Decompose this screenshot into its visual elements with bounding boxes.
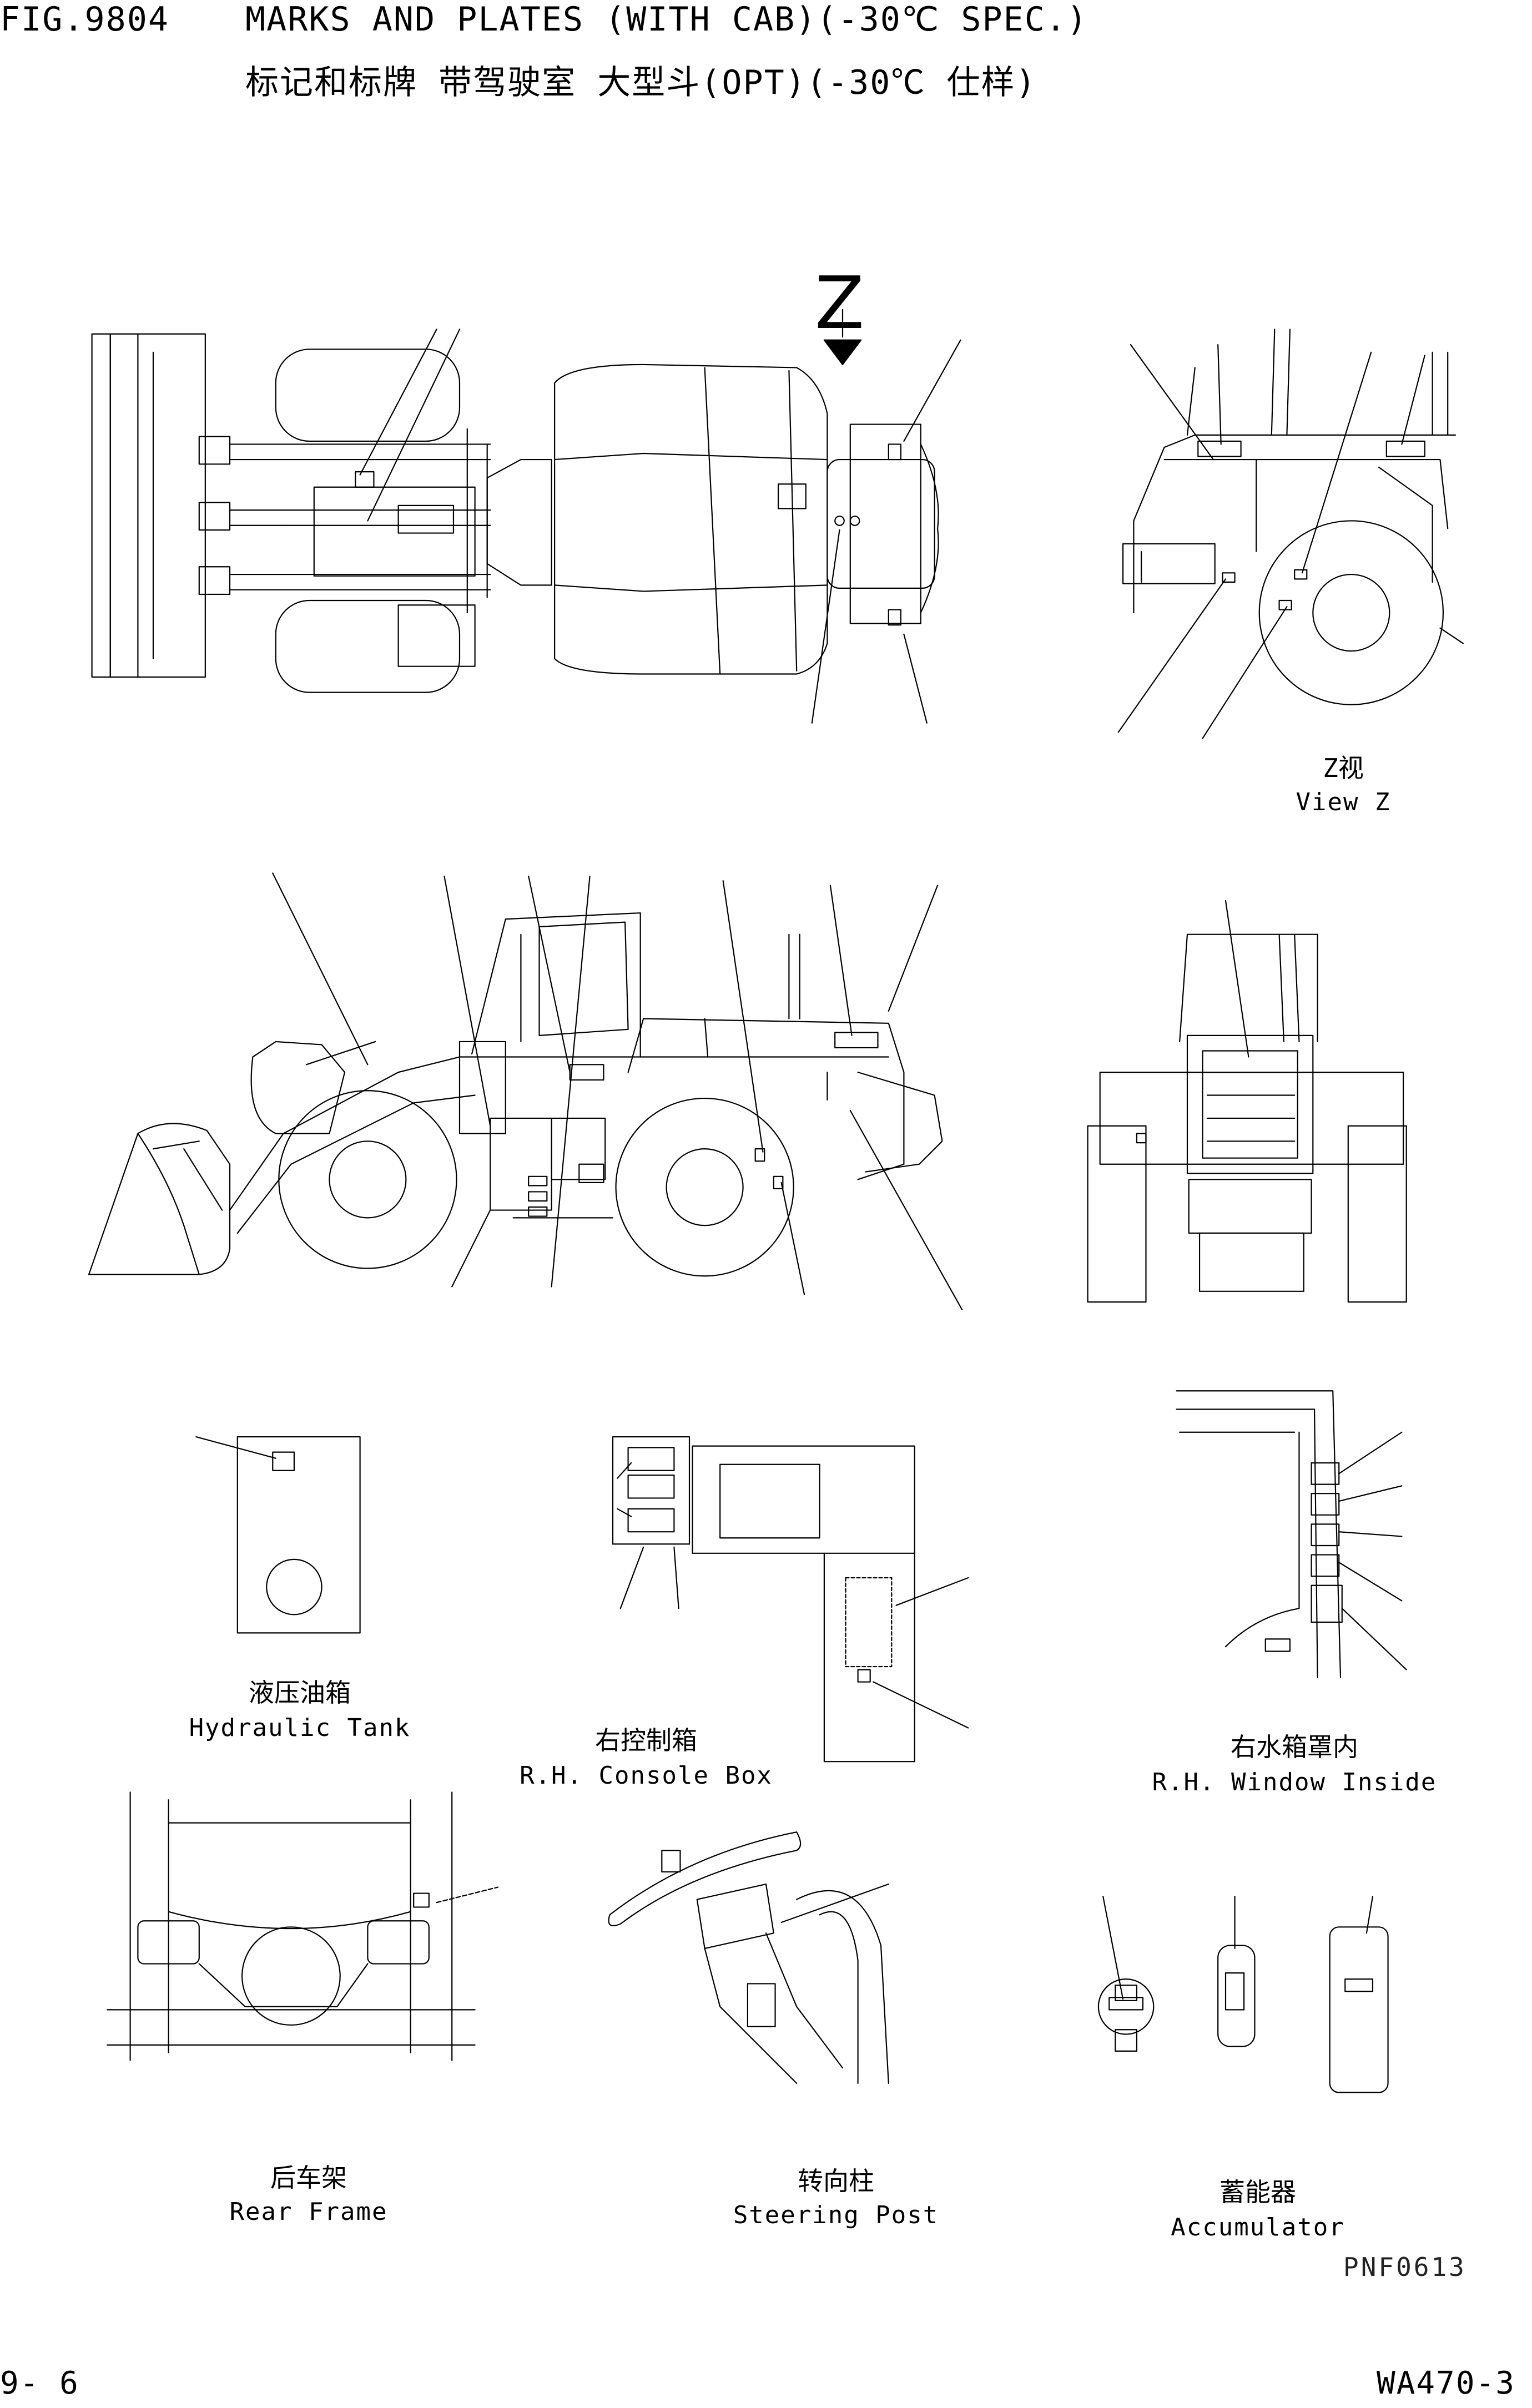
drawing-code: PNF0613 <box>1343 2252 1467 2282</box>
console-box-detail <box>613 1437 968 1761</box>
page-number: 9- 6 <box>0 2365 79 2401</box>
hydraulic-tank-detail <box>196 1437 360 1633</box>
title-chinese: 标记和标牌 带驾驶室 大型斗(OPT)(-30℃ 仕样) <box>245 63 1037 102</box>
console-box-caption-en: R.H. Console Box <box>520 1761 773 1790</box>
rear-view-loader <box>1088 901 1407 1302</box>
rear-frame-caption-en: Rear Frame <box>229 2198 388 2226</box>
model-number: WA470-3 <box>1377 2365 1516 2401</box>
hydraulic-tank-caption-cn: 液压油箱 <box>249 1678 351 1708</box>
window-inside-detail <box>1177 1391 1407 1677</box>
accumulator-caption-cn: 蓄能器 <box>1219 2177 1296 2207</box>
steering-post-caption-en: Steering Post <box>733 2201 939 2229</box>
steering-post-detail <box>609 1832 889 2083</box>
console-box-caption-cn: 右控制箱 <box>595 1725 697 1755</box>
window-inside-caption-cn: 右水箱罩内 <box>1231 1732 1358 1762</box>
view-z-caption-en: View Z <box>1296 788 1391 816</box>
view-z-caption-cn: Z视 <box>1323 753 1364 783</box>
side-view-loader <box>89 873 962 1310</box>
steering-post-caption-cn: 转向柱 <box>798 2166 874 2196</box>
figure-number: FIG.9804 <box>0 0 169 39</box>
view-z-arrow-label: Z <box>815 261 865 345</box>
hydraulic-tank-caption-en: Hydraulic Tank <box>189 1714 411 1742</box>
accumulator-caption-en: Accumulator <box>1171 2213 1345 2242</box>
view-z-drawing <box>1118 329 1463 738</box>
rear-frame-caption-cn: 后车架 <box>270 2163 347 2193</box>
title-english: MARKS AND PLATES (WITH CAB)(-30℃ SPEC.) <box>245 0 1088 39</box>
accumulator-detail <box>1098 1896 1388 2092</box>
top-view-loader <box>92 310 961 723</box>
rear-frame-detail <box>107 1792 498 2060</box>
window-inside-caption-en: R.H. Window Inside <box>1152 1768 1437 1796</box>
